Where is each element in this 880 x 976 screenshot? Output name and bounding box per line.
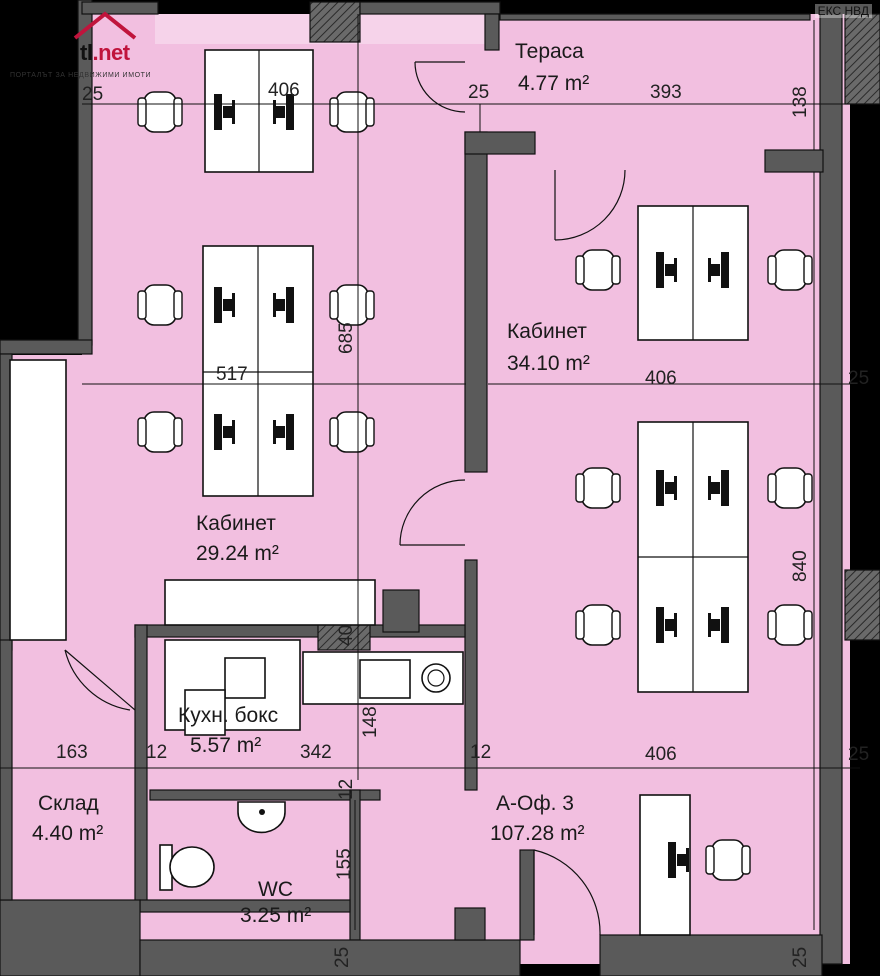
dim-342: 342 [300,742,332,763]
dim-685: 685 [336,322,357,354]
room-area-office-right: 34.10 m² [507,352,590,375]
room-area-storage: 4.40 m² [32,822,103,845]
chair [575,604,621,646]
dim-138: 138 [790,86,811,118]
chair [137,411,183,453]
dim-12: 12 [470,742,491,763]
dim-25: 25 [82,84,103,105]
dim-148: 148 [360,706,381,738]
kitchen-fixtures [164,639,464,736]
dim-163: 163 [56,742,88,763]
brand-tagline: ПОРТАЛЪТ ЗА НЕДВИЖИМИ ИМОТИ [10,72,152,79]
desks-right-low [637,421,749,693]
dim-406: 406 [645,368,677,389]
dim-155: 155 [334,848,355,880]
chair [575,249,621,291]
room-name-kitchen: Кухн. бокс [178,704,278,727]
room-area-unit: 107.28 m² [490,822,585,845]
room-name-unit: А-Оф. 3 [496,792,574,815]
corner-code: ЕКС НВД [814,4,872,18]
brand-suffix: .net [92,40,130,65]
dim-25: 25 [790,947,811,968]
brand-prefix: tl [80,40,93,65]
dim-393: 393 [650,82,682,103]
room-name-office-right: Кабинет [507,320,587,343]
dim-25: 25 [332,947,353,968]
room-area-kitchen: 5.57 m² [190,734,261,757]
dim-40: 40 [336,625,357,646]
wc-fixtures [159,801,286,891]
right-office-door [554,169,626,241]
chair [767,467,813,509]
dimension-lines [0,14,860,930]
dim-840: 840 [790,550,811,582]
dim-12: 12 [146,742,167,763]
room-name-wc: WC [258,878,293,901]
chair [705,839,751,881]
middle-door [399,479,466,546]
room-area-wc: 3.25 m² [240,904,311,927]
dim-12: 12 [336,779,357,800]
storage-door [64,649,136,711]
chair [767,604,813,646]
chair [329,91,375,133]
dim-25: 25 [848,368,869,389]
dim-517: 517 [216,364,248,385]
room-name-storage: Склад [38,792,99,815]
house-roof-icon [73,11,137,40]
room-name-terrace: Тераса [515,40,584,63]
room-name-office-left: Кабинет [196,512,276,535]
chair [329,411,375,453]
desks-right-top [637,205,749,341]
chair [137,91,183,133]
storage-cabinet [9,359,376,641]
room-area-office-left: 29.24 m² [196,542,279,565]
entrance-door [533,849,601,936]
terrace-door [414,61,466,113]
dimension-labels: 25 406 25 393 138 685 517 406 25 840 40 … [56,80,869,968]
chair [767,249,813,291]
room-labels: Тераса 4.77 m² Кабинет 34.10 m² Кабинет … [32,40,590,927]
brand-logo-block[interactable]: tl.net ПОРТАЛЪТ ЗА НЕДВИЖИМИ ИМОТИ [8,6,178,90]
chair [329,284,375,326]
dim-406: 406 [645,744,677,765]
dim-406: 406 [268,80,300,101]
room-area-terrace: 4.77 m² [518,72,589,95]
brand-logo: tl.net [80,40,130,66]
dim-25: 25 [848,744,869,765]
chair [137,284,183,326]
chair [575,467,621,509]
dim-25: 25 [468,82,489,103]
